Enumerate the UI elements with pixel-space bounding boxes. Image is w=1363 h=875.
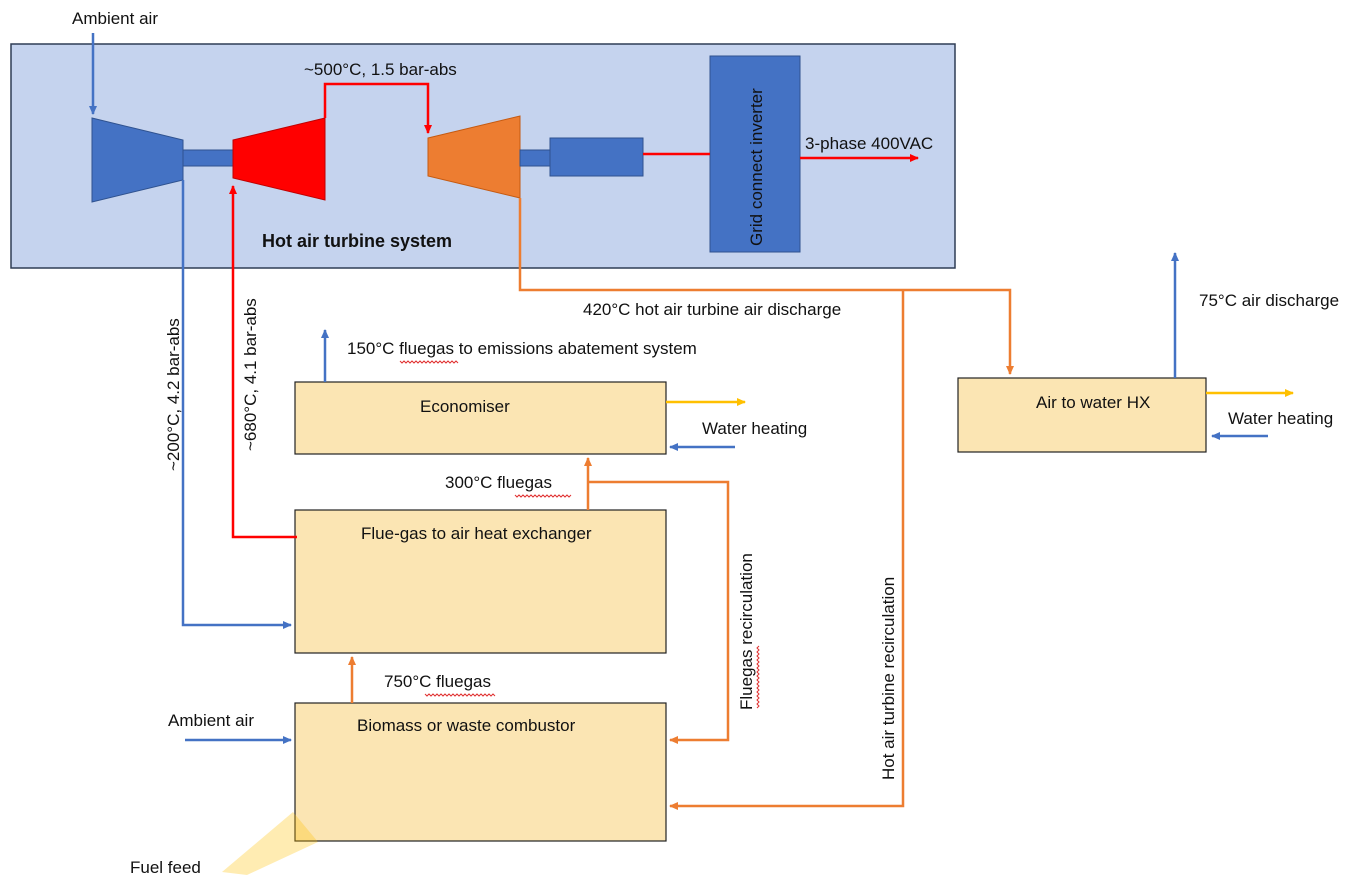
economiser-label: Economiser	[420, 397, 510, 416]
grid-connect-inverter	[709, 55, 801, 253]
fuel-feed-chute	[222, 812, 318, 875]
fluegas-750-label: 750°C fluegas	[384, 672, 491, 691]
spellcheck-underline	[756, 645, 760, 709]
discharge-420-label: 420°C hot air turbine air discharge	[583, 300, 841, 319]
compressed-air-to-hx-arrow	[181, 180, 292, 629]
fluegas-300-label: 300°C fluegas	[445, 473, 552, 492]
turbine-inlet-label: ~500°C, 1.5 bar-abs	[304, 60, 457, 79]
hx-air-out-label: ~680°C, 4.1 bar-abs	[241, 298, 260, 451]
hat-recirculation-arrow	[669, 290, 905, 810]
spellcheck-underline	[514, 494, 572, 498]
hot-air-to-turbine-arrow	[229, 185, 297, 539]
flue-gas-air-hx-box	[294, 509, 667, 654]
water-heating-hx-label: Water heating	[1228, 409, 1333, 428]
fuel-feed-label: Fuel feed	[130, 858, 201, 875]
hat-recirc-label: Hot air turbine recirculation	[879, 577, 898, 780]
fluegas-recirc-label: Fluegas recirculation	[737, 553, 756, 710]
spellcheck-underline	[399, 360, 459, 364]
generator	[549, 137, 644, 177]
spellcheck-underline	[424, 693, 496, 697]
fluegas-recirculation-arrow	[588, 480, 730, 744]
turbine-discharge-to-hx-arrow	[518, 198, 1014, 375]
hot-turbine	[232, 117, 326, 201]
grid-output-label: 3-phase 400VAC	[805, 134, 933, 153]
compressor-shaft	[182, 149, 234, 167]
combustor-label: Biomass or waste combustor	[357, 716, 576, 735]
turbine-exhaust-to-power-turbine-arrow	[323, 82, 432, 134]
fluegas-150-label: 150°C fluegas to emissions abatement sys…	[347, 339, 697, 358]
power-turbine-shaft	[519, 149, 551, 167]
water-heating-econ-label: Water heating	[702, 419, 807, 438]
combustor-box	[294, 702, 667, 842]
air-discharge-75-label: 75°C air discharge	[1199, 291, 1339, 310]
ambient-air-top-label: Ambient air	[72, 9, 158, 28]
air-to-water-hx-box	[957, 377, 1207, 453]
system-title: Hot air turbine system	[262, 231, 452, 251]
ambient-air-bottom-label: Ambient air	[168, 711, 254, 730]
economiser-box	[294, 381, 667, 455]
hx-flue-air-label: Flue-gas to air heat exchanger	[361, 524, 592, 543]
inverter-label: Grid connect inverter	[747, 88, 766, 246]
compressor-out-label: ~200°C, 4.2 bar-abs	[164, 318, 183, 471]
air-water-hx-label: Air to water HX	[1036, 393, 1150, 412]
